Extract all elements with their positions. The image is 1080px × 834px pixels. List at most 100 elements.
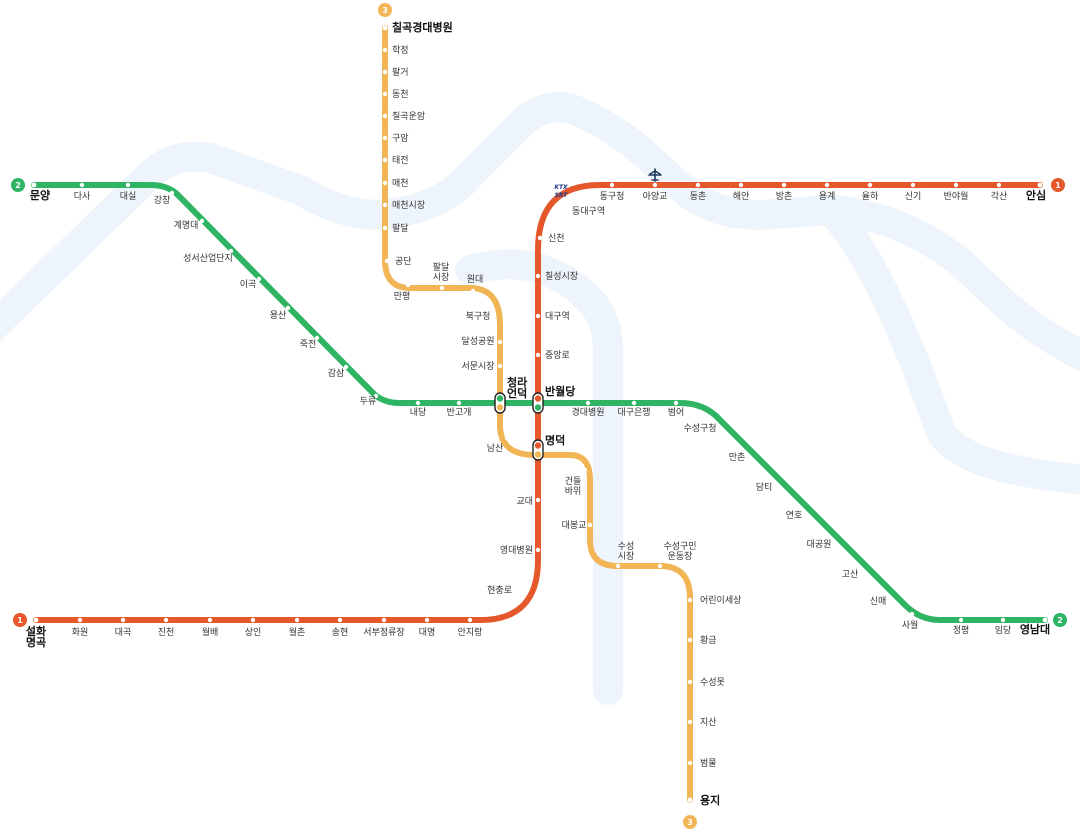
station-marker[interactable] [382, 202, 388, 208]
station-marker[interactable] [824, 182, 830, 188]
station-label[interactable]: 임당 [995, 624, 1012, 636]
station-marker[interactable] [535, 352, 541, 358]
station-label[interactable]: 매천시장 [392, 200, 425, 211]
station-label[interactable]: 수성구청 [683, 423, 716, 434]
station-label[interactable]: 다사 [74, 191, 91, 202]
station-marker[interactable] [535, 273, 541, 279]
station-label[interactable]: 팔거 [392, 66, 409, 78]
station-marker[interactable] [742, 451, 748, 457]
transfer-marker[interactable] [532, 439, 544, 461]
station-marker[interactable] [382, 91, 388, 97]
station-label[interactable]: 대구은행 [617, 406, 650, 418]
station-label[interactable]: 월촌 [289, 626, 306, 638]
station-marker[interactable] [382, 47, 388, 53]
station-label[interactable]: 칠곡운암 [392, 110, 425, 122]
station-marker[interactable] [120, 617, 126, 623]
station-marker[interactable] [31, 182, 37, 188]
station-marker[interactable] [769, 478, 775, 484]
station-label[interactable]: 월배 [202, 626, 219, 638]
station-marker[interactable] [883, 593, 889, 599]
station-label[interactable]: 강창 [154, 195, 171, 206]
station-marker[interactable] [470, 288, 476, 294]
station-label[interactable]: 어린이세상 [700, 595, 741, 606]
station-label[interactable]: 이곡 [240, 279, 257, 290]
station-marker[interactable] [33, 617, 39, 623]
station-label[interactable]: 수성못 [700, 677, 725, 688]
station-marker[interactable] [487, 313, 493, 319]
station-label[interactable]: 용계 [819, 190, 836, 202]
station-label[interactable]: 구암 [392, 132, 409, 144]
station-label[interactable]: 공단 [395, 256, 412, 267]
station-marker[interactable] [343, 364, 349, 370]
station-marker[interactable] [609, 182, 615, 188]
station-label[interactable]: 성서산업단지 [183, 253, 233, 264]
station-label[interactable]: 동구청 [600, 191, 625, 202]
station-marker[interactable] [687, 637, 693, 643]
station-label[interactable]: 상인 [245, 627, 262, 638]
station-label[interactable]: 아양교 [643, 191, 668, 202]
station-marker[interactable] [1042, 617, 1048, 623]
station-label[interactable]: 만평 [394, 291, 411, 302]
station-label[interactable]: 달성공원 [461, 335, 494, 347]
station-marker[interactable] [781, 182, 787, 188]
station-marker[interactable] [381, 617, 387, 623]
station-label[interactable]: 중앙로 [545, 349, 570, 361]
station-marker[interactable] [382, 25, 388, 31]
station-label[interactable]: 송현 [332, 627, 349, 638]
station-marker[interactable] [382, 69, 388, 75]
station-marker[interactable] [855, 565, 861, 571]
station-marker[interactable] [687, 797, 693, 803]
station-label[interactable]: 만촌 [729, 452, 746, 463]
station-label[interactable]: 교대 [516, 496, 533, 507]
station-marker[interactable] [587, 522, 593, 528]
station-label[interactable]: 남산 [487, 443, 504, 454]
station-marker[interactable] [953, 182, 959, 188]
station-marker[interactable] [256, 276, 262, 282]
station-label[interactable]: 현충로 [487, 585, 512, 596]
station-label[interactable]: 화원 [72, 627, 89, 638]
station-label[interactable]: 고산 [842, 569, 859, 580]
station-label[interactable]: 담티 [756, 481, 773, 493]
station-marker[interactable] [250, 617, 256, 623]
station-label[interactable]: 안심 [1026, 188, 1046, 202]
station-marker[interactable] [910, 182, 916, 188]
station-marker[interactable] [1000, 617, 1006, 623]
station-label[interactable]: 신천 [548, 233, 565, 244]
station-marker[interactable] [79, 182, 85, 188]
station-label[interactable]: 동천 [392, 89, 409, 100]
station-marker[interactable] [562, 197, 568, 203]
station-marker[interactable] [294, 617, 300, 623]
station-label[interactable]: 서문시장 [461, 361, 494, 372]
station-marker[interactable] [199, 218, 205, 224]
station-marker[interactable] [687, 679, 693, 685]
station-marker[interactable] [467, 617, 473, 623]
station-label[interactable]: 명덕 [545, 433, 565, 447]
station-marker[interactable] [535, 497, 541, 503]
station-marker[interactable] [652, 182, 658, 188]
station-label[interactable]: 범물 [700, 758, 717, 769]
station-marker[interactable] [687, 597, 693, 603]
station-marker[interactable] [504, 435, 510, 441]
station-marker[interactable] [687, 760, 693, 766]
station-label[interactable]: 북구청 [466, 311, 491, 322]
station-label[interactable]: 동대구역 [572, 206, 605, 217]
station-label[interactable]: 지산 [700, 717, 717, 728]
transfer-marker[interactable] [494, 392, 506, 414]
station-label[interactable]: 용산 [270, 310, 287, 321]
station-marker[interactable] [582, 467, 588, 473]
station-label[interactable]: 정평 [953, 625, 970, 636]
station-label[interactable]: 두류 [360, 396, 377, 407]
station-label[interactable]: 각산 [991, 190, 1008, 202]
station-marker[interactable] [456, 400, 462, 406]
station-label[interactable]: 칠성시장 [545, 271, 578, 282]
station-label[interactable]: 안지랑 [458, 626, 483, 638]
station-label[interactable]: 대명 [419, 627, 436, 638]
station-label[interactable]: 신기 [905, 191, 922, 202]
station-marker[interactable] [798, 507, 804, 513]
transfer-marker[interactable] [532, 392, 544, 414]
station-label[interactable]: 신매 [870, 596, 887, 607]
station-label[interactable]: 해안 [733, 191, 750, 202]
